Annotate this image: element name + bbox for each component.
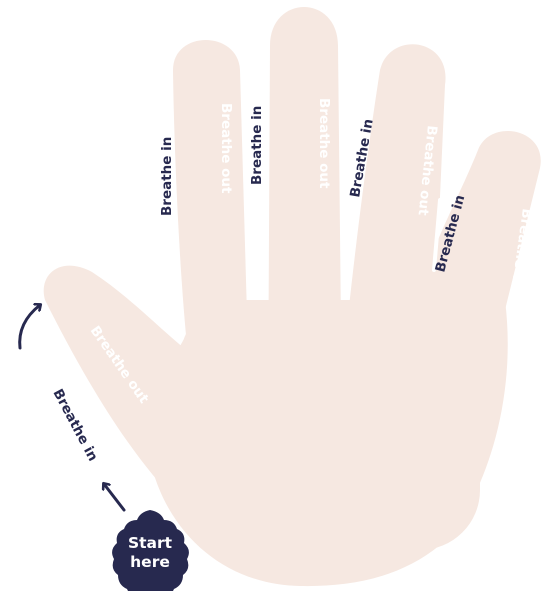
label-breathe-in-middle: Breathe in [249, 106, 265, 185]
arrow-start-icon [104, 484, 124, 510]
label-breathe-out-middle: Breathe out [316, 98, 332, 189]
hand-base [180, 300, 480, 550]
here-label: here [130, 553, 170, 571]
hand-silhouette [44, 7, 541, 586]
arrow-up-icon [20, 305, 40, 348]
label-breathe-in-thumb: Breathe in [49, 386, 100, 464]
start-label: Start [128, 534, 173, 552]
label-breathe-in-index: Breathe in [159, 137, 175, 216]
label-breathe-out-index: Breathe out [218, 103, 234, 194]
start-here-badge[interactable]: Start here [112, 510, 189, 591]
gap-middle-ring [344, 140, 348, 255]
